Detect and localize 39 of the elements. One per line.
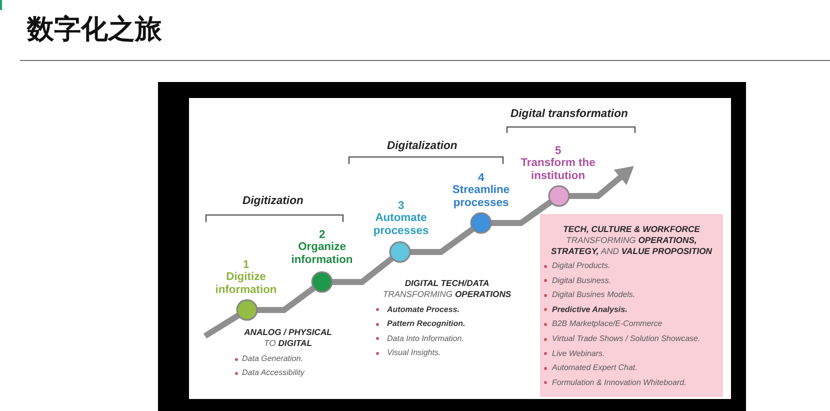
connector-line — [410, 226, 475, 255]
step-label: Organize information — [290, 241, 354, 266]
list-item: Automate Process. — [387, 304, 460, 314]
step-number: 5 — [555, 144, 562, 157]
bracket-label: Digitalization — [387, 139, 458, 153]
step-label: Automate processes — [372, 212, 430, 237]
bracket-label: Digitization — [242, 194, 304, 208]
connector-line — [332, 256, 394, 285]
info-panel — [540, 214, 723, 397]
list-item: Visual Insights. — [387, 348, 441, 358]
step-number: 1 — [243, 258, 250, 271]
step-number: 3 — [398, 200, 404, 212]
list-item: Formulation & Innovation Whiteboard. — [552, 378, 686, 388]
list-item: Data Generation. — [242, 354, 303, 364]
connector-line — [491, 199, 553, 226]
connector-line — [257, 285, 316, 313]
list-item: Digital Business. — [552, 276, 612, 286]
page-title: 数字化之旅 — [27, 13, 162, 45]
step-label: Transform the institution — [520, 157, 596, 182]
block-heading: ANALOG / PHYSICAL TO DIGITAL — [244, 326, 332, 348]
arrow — [569, 166, 634, 199]
list-item: Automated Expert Chat. — [552, 363, 638, 374]
list-item: Predictive Analysis. — [552, 304, 628, 315]
list-item: Digital Products. — [552, 261, 610, 271]
list-item: Virtual Trade Shows / Solution Showcase. — [552, 334, 700, 344]
block-heading: DIGITAL TECH/DATA TRANSFORMING OPERATIONS — [382, 278, 512, 300]
connector-line — [203, 312, 240, 339]
list-item: Pattern Recognition. — [387, 319, 466, 329]
step-label: Digitize information — [214, 271, 278, 296]
panel-heading: TECH, CULTURE & WORKFORCE TRANSFORMING OPERATIONS, STRATEGY, AND VALUE PROPOSITION — [550, 224, 712, 256]
list-item: Digital Busines Models. — [552, 290, 636, 300]
list-item: Live Webinars. — [552, 348, 605, 359]
step-number: 4 — [478, 172, 484, 184]
step-number: 2 — [319, 228, 326, 241]
list-item: Data Into Information. — [387, 334, 464, 344]
list-item: B2B Marketplace/E-Commerce — [552, 319, 662, 330]
step-label: Streamline processes — [452, 184, 510, 209]
bracket-label: Digital transformation — [510, 107, 628, 121]
list-item: Data Accessibility — [242, 368, 304, 378]
